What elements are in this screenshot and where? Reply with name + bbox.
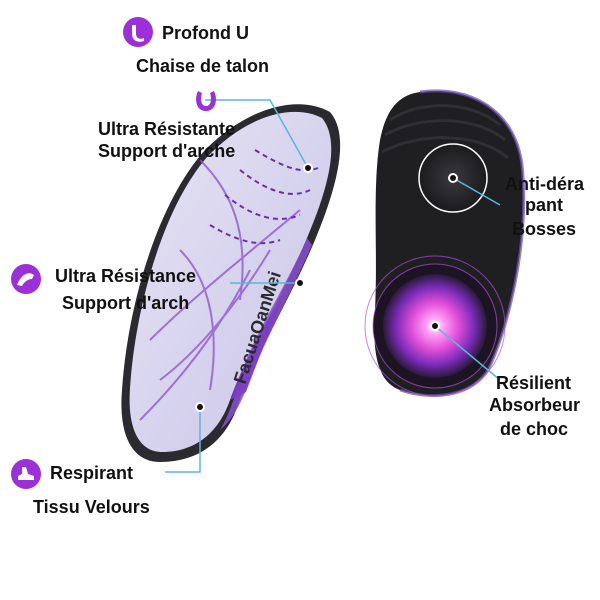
callout-lines — [165, 99, 501, 473]
arch-support-icon — [196, 91, 216, 111]
feature-subtitle: de choc — [500, 419, 569, 439]
feature-title: Respirant — [50, 463, 134, 483]
feature-title: Ultra Résistance — [55, 266, 197, 286]
feature-subtitle: Bosses — [512, 219, 577, 239]
foot-breath-icon — [11, 459, 41, 489]
callout-dots — [195, 163, 458, 412]
feature-subtitle: Chaise de talon — [136, 56, 270, 76]
insole-bottom-view — [364, 89, 526, 397]
heel-cup-icon — [123, 17, 153, 47]
feature-subtitle: Support d'arch — [62, 293, 190, 313]
feature-title: Résilient — [496, 373, 572, 393]
feature-title: Anti-déra — [505, 174, 585, 194]
feature-subtitle: Absorbeur — [489, 395, 581, 415]
feature-subtitle: pant — [525, 195, 563, 215]
foot-arch-icon — [11, 264, 41, 294]
feature-title: Profond U — [162, 23, 249, 43]
feature-title: Ultra Résistante — [98, 119, 236, 139]
feature-subtitle: Support d'arche — [98, 141, 236, 161]
feature-subtitle: Tissu Velours — [33, 497, 150, 517]
